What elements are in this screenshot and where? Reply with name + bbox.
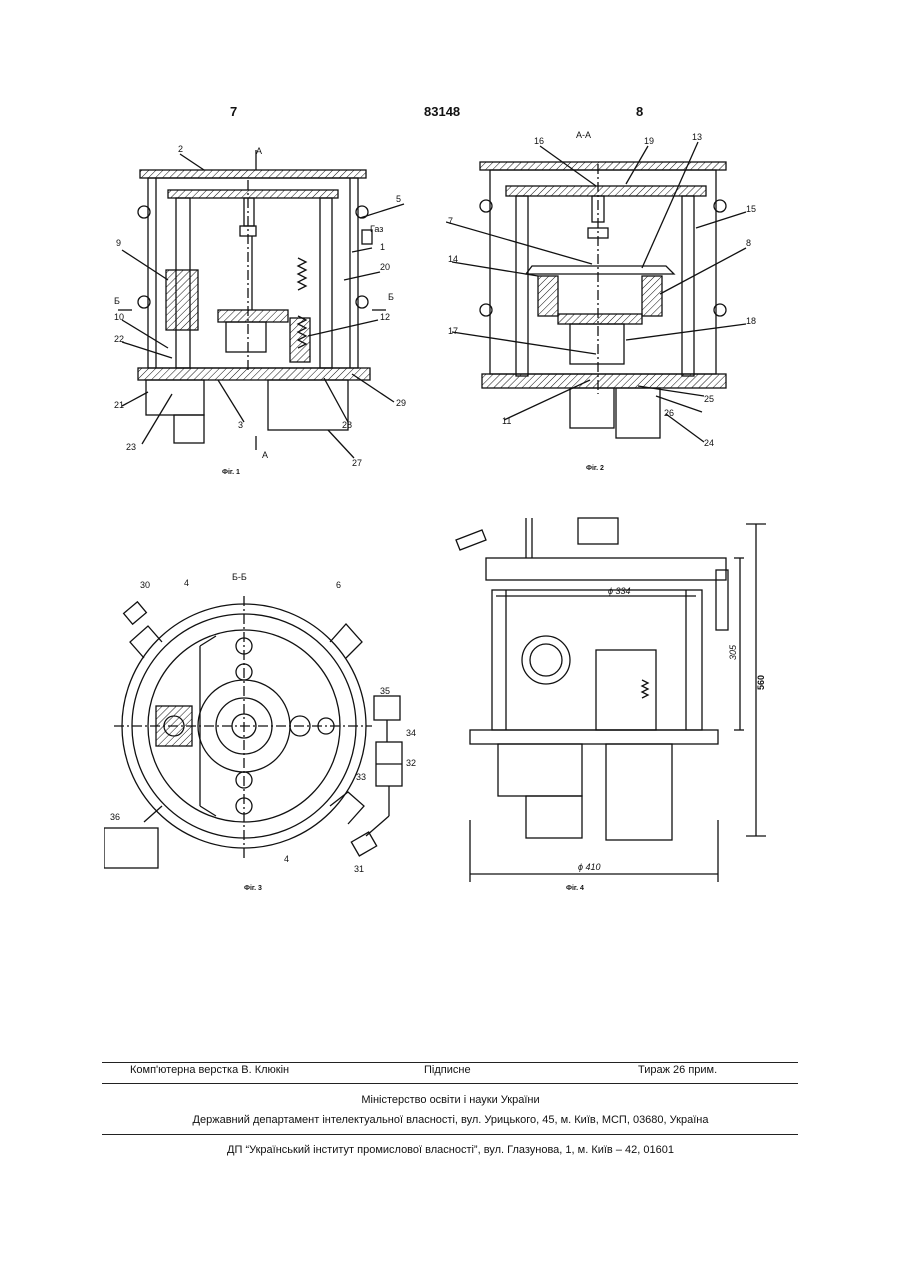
part-label: 3 <box>238 420 243 430</box>
part-label: 33 <box>356 772 366 782</box>
part-label: 24 <box>704 438 714 448</box>
right-page-number: 8 <box>636 104 643 119</box>
part-label: 13 <box>692 132 702 142</box>
part-label: 4 <box>184 578 189 588</box>
dimension-d410: ϕ 410 <box>578 862 601 872</box>
section-mark-a-bottom: А <box>262 450 268 460</box>
part-label: 19 <box>644 136 654 146</box>
part-label: 27 <box>352 458 362 468</box>
footer-rule-bottom <box>102 1134 798 1135</box>
figure-caption: Фіг. 4 <box>566 884 584 892</box>
part-label: 8 <box>746 238 751 248</box>
part-label: 18 <box>746 316 756 326</box>
figure-caption: Фіг. 2 <box>586 464 604 472</box>
footer-rule-middle <box>102 1083 798 1084</box>
part-label: 4 <box>284 854 289 864</box>
part-label: 9 <box>116 238 121 248</box>
part-label: 16 <box>534 136 544 146</box>
part-label: 1 <box>380 242 385 252</box>
part-label: 2 <box>178 144 183 154</box>
figure-caption: Фіг. 3 <box>244 884 262 892</box>
part-label: 7 <box>448 216 453 226</box>
part-label: 36 <box>110 812 120 822</box>
part-label: 5 <box>396 194 401 204</box>
part-label: 14 <box>448 254 458 264</box>
part-label: 32 <box>406 758 416 768</box>
layout-credit: Комп'ютерна верстка В. Клюкін <box>130 1064 289 1076</box>
patent-number: 83148 <box>424 104 460 119</box>
figure-4: ϕ 334 305 560 ϕ 410 Фіг. 4 <box>446 510 776 900</box>
part-label: 22 <box>114 334 124 344</box>
part-label: 29 <box>396 398 406 408</box>
part-label: 20 <box>380 262 390 272</box>
part-label: 28 <box>342 420 352 430</box>
section-title: Б-Б <box>232 572 247 582</box>
part-label: 15 <box>746 204 756 214</box>
section-mark-b-right: Б <box>388 292 394 302</box>
part-label: 34 <box>406 728 416 738</box>
dimension-d334: ϕ 334 <box>608 586 631 596</box>
print-run: Тираж 26 прим. <box>638 1064 717 1076</box>
part-label: 23 <box>126 442 136 452</box>
figure-2: А-А 16 19 13 15 7 8 14 18 17 11 25 26 24… <box>446 124 766 474</box>
department-address: Державний департамент інтелектуальної вл… <box>0 1114 901 1126</box>
gas-label: Газ <box>370 224 383 234</box>
part-label: 10 <box>114 312 124 322</box>
part-label: 30 <box>140 580 150 590</box>
part-label: 11 <box>502 416 511 426</box>
figure-1: А А Б Б Газ 2 5 1 20 9 10 22 12 21 23 3 … <box>108 140 428 480</box>
section-mark-b-left: Б <box>114 296 120 306</box>
dimension-h305: 305 <box>728 644 738 660</box>
dimension-h560: 560 <box>756 675 766 690</box>
footer-rule-top <box>102 1062 798 1063</box>
part-label: 26 <box>664 408 674 418</box>
part-label: 6 <box>336 580 341 590</box>
part-label: 17 <box>448 326 458 336</box>
part-label: 25 <box>704 394 714 404</box>
figure-3: Б-Б 30 4 6 35 34 32 33 36 4 31 Фіг. 3 <box>104 566 424 896</box>
ministry-name: Міністерство освіти і науки України <box>0 1094 901 1106</box>
section-mark-a-top: А <box>256 146 262 156</box>
section-title: А-А <box>576 130 591 140</box>
subscription-note: Підписне <box>424 1064 471 1076</box>
part-label: 12 <box>380 312 390 322</box>
left-page-number: 7 <box>230 104 237 119</box>
part-label: 31 <box>354 864 364 874</box>
part-label: 35 <box>380 686 390 696</box>
figure-caption: Фіг. 1 <box>222 468 240 476</box>
institute-address: ДП “Український інститут промислової вла… <box>0 1144 901 1156</box>
part-label: 21 <box>114 400 124 410</box>
